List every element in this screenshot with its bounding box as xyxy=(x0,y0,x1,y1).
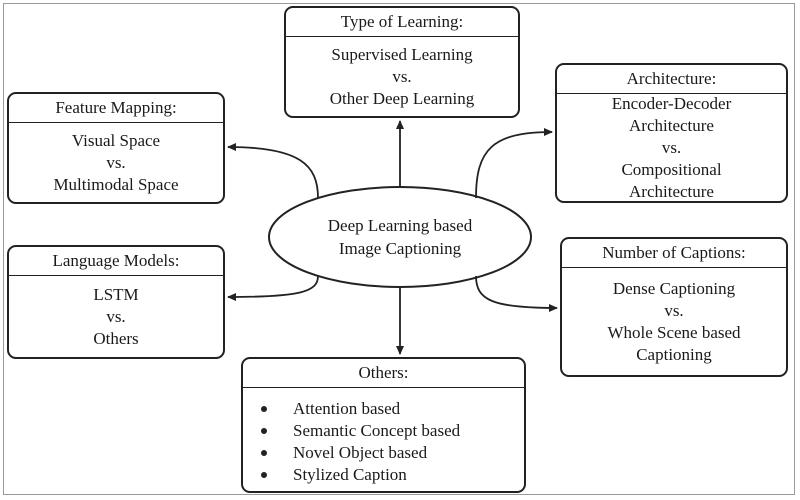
others-list-item: Semantic Concept based xyxy=(257,420,524,442)
architecture-line: Architecture xyxy=(629,116,714,135)
type-of-learning-header: Type of Learning: xyxy=(286,8,518,37)
others-list-item: Stylized Caption xyxy=(257,464,524,486)
feature-mapping-box: Feature Mapping: Visual Space vs. Multim… xyxy=(7,92,225,204)
type-of-learning-line: vs. xyxy=(392,67,412,86)
type-of-learning-box: Type of Learning: Supervised Learning vs… xyxy=(284,6,520,118)
number-of-captions-line: Dense Captioning xyxy=(612,279,736,298)
architecture-body: Encoder-Decoder Architecture vs. Composi… xyxy=(557,94,786,202)
number-of-captions-line: vs. xyxy=(664,301,684,320)
arrow-to-language-models xyxy=(227,275,319,301)
architecture-line: Architecture xyxy=(629,182,714,201)
others-header: Others: xyxy=(243,359,524,388)
number-of-captions-header: Number of Captions: xyxy=(562,239,786,268)
architecture-box: Architecture: Encoder-Decoder Architectu… xyxy=(555,63,788,203)
type-of-learning-line: Supervised Learning xyxy=(331,45,473,64)
feature-mapping-header: Feature Mapping: xyxy=(9,94,223,123)
center-node: Deep Learning based Image Captioning xyxy=(268,185,532,289)
number-of-captions-line: Whole Scene based xyxy=(607,323,741,342)
architecture-header: Architecture: xyxy=(557,65,786,94)
arrow-to-feature-mapping xyxy=(227,143,319,199)
others-list: Attention based Semantic Concept based N… xyxy=(243,388,524,486)
feature-mapping-line: Multimodal Space xyxy=(53,175,179,194)
figure-frame xyxy=(3,3,795,495)
language-models-line: vs. xyxy=(106,307,126,326)
architecture-line: Encoder-Decoder xyxy=(611,94,732,113)
center-title-line-1: Deep Learning based xyxy=(327,216,473,235)
center-title-line-2: Image Captioning xyxy=(338,239,462,258)
feature-mapping-line: vs. xyxy=(106,153,126,172)
language-models-body: LSTM vs. Others xyxy=(9,276,223,358)
language-models-header: Language Models: xyxy=(9,247,223,276)
language-models-line: Others xyxy=(93,329,139,348)
feature-mapping-body: Visual Space vs. Multimodal Space xyxy=(9,123,223,203)
feature-mapping-line: Visual Space xyxy=(71,131,161,150)
number-of-captions-line: Captioning xyxy=(636,345,712,364)
type-of-learning-body: Supervised Learning vs. Other Deep Learn… xyxy=(286,37,518,117)
architecture-line: vs. xyxy=(661,138,682,157)
others-list-item: Novel Object based xyxy=(257,442,524,464)
type-of-learning-line: Other Deep Learning xyxy=(329,89,475,108)
architecture-line: Compositional xyxy=(621,160,722,179)
language-models-box: Language Models: LSTM vs. Others xyxy=(7,245,225,359)
arrow-to-number-of-captions xyxy=(475,275,558,312)
number-of-captions-box: Number of Captions: Dense Captioning vs.… xyxy=(560,237,788,377)
language-models-line: LSTM xyxy=(93,285,139,304)
arrow-to-architecture xyxy=(475,128,553,199)
number-of-captions-body: Dense Captioning vs. Whole Scene based C… xyxy=(562,268,786,376)
others-box: Others: Attention based Semantic Concept… xyxy=(241,357,526,493)
others-list-item: Attention based xyxy=(257,398,524,420)
